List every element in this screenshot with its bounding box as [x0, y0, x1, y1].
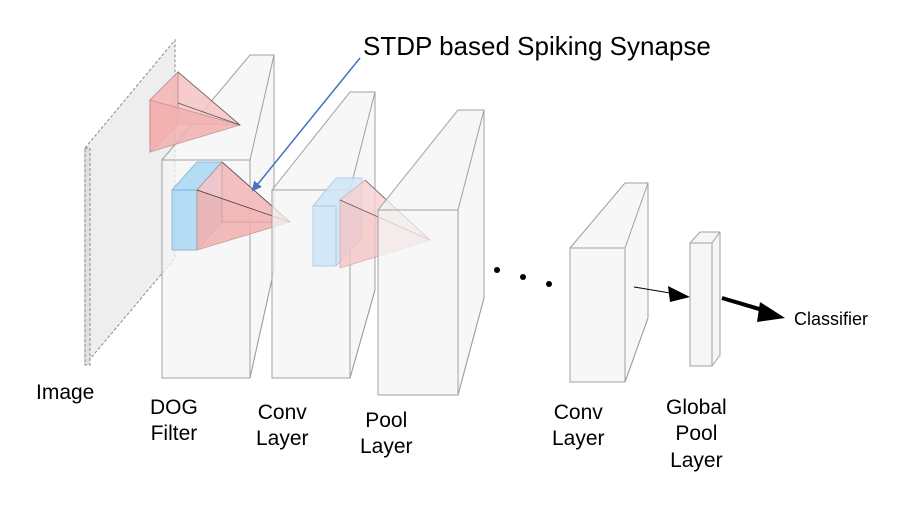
dog-filter-label-line1: DOG — [150, 396, 198, 419]
conv-layer-2-label-line2: Layer — [552, 427, 605, 451]
conv-layer-2-label-line1: Conv — [553, 401, 603, 424]
annotation-label: STDP based Spiking Synapse — [363, 31, 711, 61]
pool-layer-label-line1: Pool — [365, 409, 408, 432]
receptive-field-cone-2 — [196, 161, 292, 251]
pool-layer-block — [377, 109, 485, 396]
ellipsis-dots — [494, 267, 552, 287]
classifier-label: Classifier — [794, 309, 869, 329]
global-pool-layer-label-line2: Pool — [675, 422, 718, 446]
dog-filter-label-line2: Filter — [150, 422, 198, 446]
conv-layer-2-block — [569, 182, 649, 383]
conv-layer-1-label-line2: Layer — [256, 427, 309, 451]
global-pool-block — [689, 231, 721, 367]
conv-layer-1-label: Conv Layer — [256, 400, 309, 453]
annotation-arrow — [251, 57, 361, 192]
conv-layer-2-label: Conv Layer — [552, 400, 605, 453]
image-label: Image — [36, 381, 95, 404]
global-pool-layer-label: Global Pool Layer — [666, 395, 727, 474]
dog-filter-label: DOG Filter — [150, 395, 198, 448]
conv-layer-1-label-line1: Conv — [257, 401, 307, 424]
pool-layer-label-line2: Layer — [360, 435, 413, 459]
classifier-arrow — [721, 296, 785, 322]
receptive-field-cone-1 — [149, 70, 242, 154]
global-pool-layer-label-line1: Global — [666, 396, 727, 419]
pool-layer-label: Pool Layer — [360, 408, 413, 461]
global-pool-layer-label-line3: Layer — [670, 448, 723, 472]
conv-to-pool-arrow — [633, 286, 690, 302]
